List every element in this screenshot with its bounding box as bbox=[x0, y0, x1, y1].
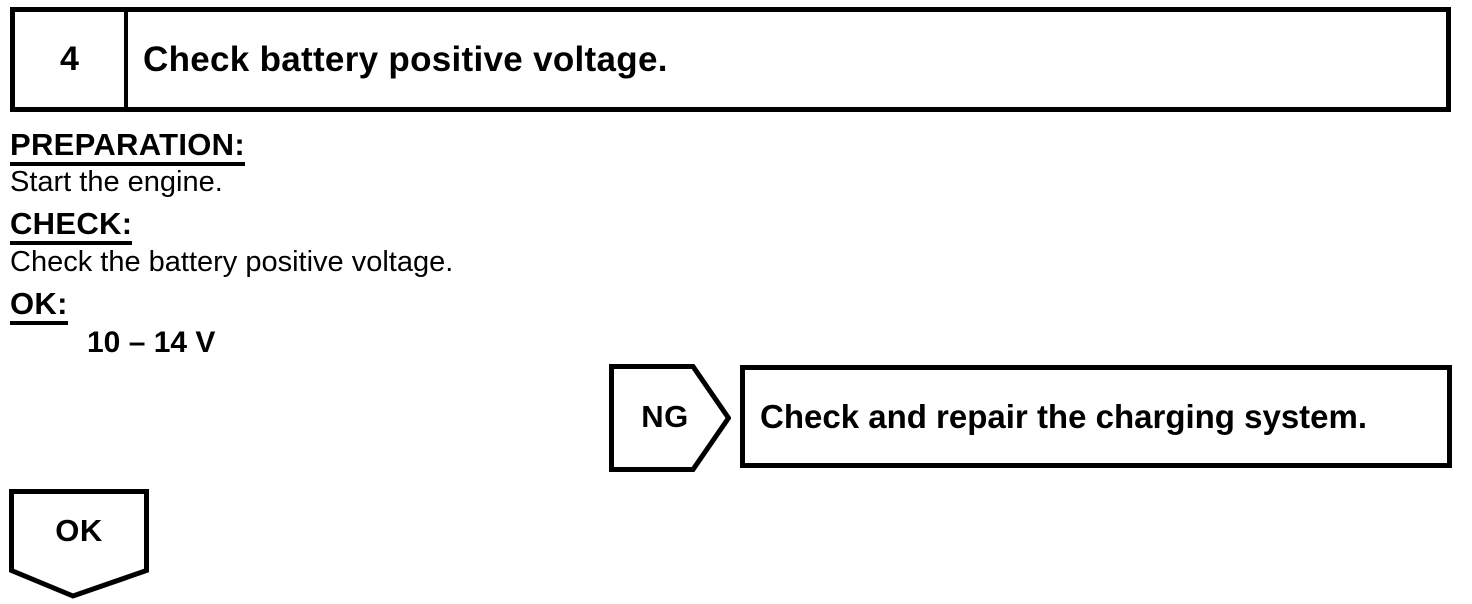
preparation-heading: PREPARATION: bbox=[10, 129, 245, 166]
check-body: Check the battery positive voltage. bbox=[10, 246, 454, 278]
check-heading: CHECK: bbox=[10, 208, 133, 245]
ng-connector-arrow-icon bbox=[609, 364, 731, 472]
ok-connector-label: OK bbox=[55, 513, 103, 548]
preparation-body: Start the engine. bbox=[10, 166, 223, 198]
ok-connector-arrow-icon bbox=[9, 489, 149, 599]
step-number: 4 bbox=[15, 12, 128, 107]
step-title: Check battery positive voltage. bbox=[143, 39, 668, 79]
ng-action-box: Check and repair the charging system. bbox=[740, 365, 1452, 468]
ng-connector-label: NG bbox=[641, 399, 689, 434]
step-header: 4 Check battery positive voltage. bbox=[10, 7, 1451, 112]
ok-heading: OK: bbox=[10, 288, 68, 325]
ok-spec-value: 10 – 14 V bbox=[87, 326, 216, 359]
